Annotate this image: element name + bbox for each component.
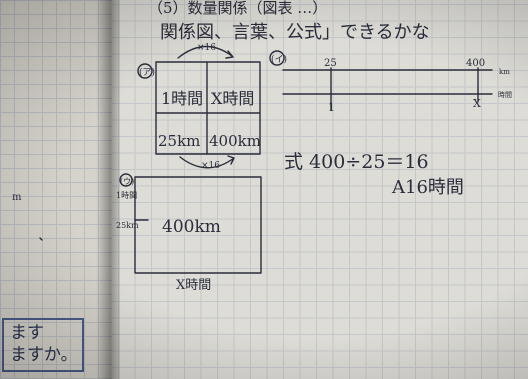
heading-line-2: 関係図、言葉、公式」できるかな xyxy=(160,22,430,43)
box-bottom-arrow xyxy=(179,156,235,169)
box-top-right: X時間 xyxy=(211,89,254,108)
right-page xyxy=(112,0,528,379)
answer: A16時間 xyxy=(391,177,464,198)
left-page-text: ます ますか。 xyxy=(10,322,78,366)
rect-diagram-label: (ウ) xyxy=(120,177,134,186)
equation: 式 400÷25＝16 xyxy=(284,151,429,173)
box-diagram-frame xyxy=(155,61,261,155)
rect-center-label: 400km xyxy=(162,217,221,237)
left-page-boxed-text: ます ますか。 xyxy=(2,318,84,372)
box-diagram-label: (ア) xyxy=(139,67,155,78)
heading-line-1: （5）数量関係（図表 …） xyxy=(148,0,327,17)
number-line-top-unit: km xyxy=(499,68,510,76)
number-line-label: (イ) xyxy=(271,54,287,65)
number-line-bottom-value-1: 1 xyxy=(328,101,335,114)
box-bottom-arrowhead xyxy=(227,155,235,165)
number-line-top-value-2: 400 xyxy=(466,58,485,69)
number-line-bottom-value-2: X xyxy=(473,97,481,110)
rect-bottom-label: X時間 xyxy=(176,278,211,293)
rect-diagram-frame xyxy=(134,176,262,274)
box-diagram-label-circle xyxy=(137,63,153,79)
box-bottom-arrow-label: ×16 xyxy=(201,161,220,171)
box-top-arrow xyxy=(177,45,233,59)
left-page-text-line2: ますか。 xyxy=(10,345,78,365)
rect-left-label-2: 25km xyxy=(116,221,139,230)
page-binding-shadow xyxy=(96,0,120,379)
box-top-left: 1時間 xyxy=(161,89,203,108)
rect-left-label-1: 1時間 xyxy=(116,191,137,200)
left-page-text-line1: ます xyxy=(10,323,44,343)
rect-diagram-label-circle xyxy=(119,173,133,187)
number-line-top-value-1: 25 xyxy=(324,58,337,69)
box-top-arrow-label: ×16 xyxy=(197,43,216,53)
number-line-bottom-unit: 時間 xyxy=(498,91,512,99)
left-page-mark: m xyxy=(12,192,22,203)
number-line-label-circle xyxy=(269,50,285,66)
box-bottom-right: 400km xyxy=(209,132,261,150)
box-top-arrowhead xyxy=(225,50,234,59)
left-page-dot xyxy=(39,237,43,241)
left-page xyxy=(0,0,112,379)
box-bottom-left: 25km xyxy=(158,132,200,150)
